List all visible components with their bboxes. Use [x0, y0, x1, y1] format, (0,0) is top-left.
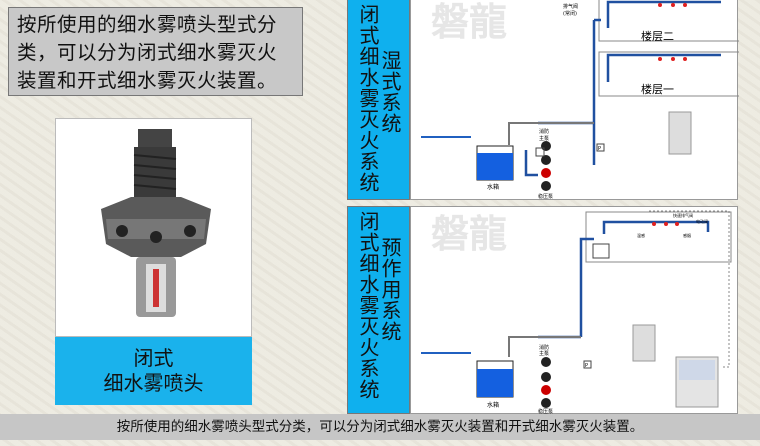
nozzle-photo [55, 118, 252, 337]
wet-system-diagram: 磐龍 排气阀 (常闭) 楼层二 楼层一 消防 主泵 水箱 稳压泵 P [410, 0, 743, 200]
pressure-switch-label: P [598, 146, 601, 152]
system-type-title: 闭式细水雾灭火系统 [356, 4, 380, 193]
watermark: 磐龍 [431, 212, 507, 256]
vent-valve-note: (常闭) [563, 10, 577, 17]
bottom-caption: 按所使用的细水雾喷头型式分类，可以分为闭式细水雾灭火装置和开式细水雾灭火装置。 [0, 414, 760, 440]
jockey-pump-label: 稳压泵 [538, 408, 553, 415]
preaction-system-diagram: 磐龍 温感 感烟 快速排气阀 电动阀 消防 主泵 水箱 稳压泵 P [410, 206, 738, 415]
tank-label: 水箱 [487, 183, 499, 191]
system-subtype: 预作用系统 [378, 237, 402, 342]
floor-2-label: 楼层二 [641, 29, 674, 43]
preaction-system-schematic: 磐龍 温感 感烟 快速排气阀 电动阀 消防 主泵 水箱 稳压泵 P [421, 210, 732, 415]
electric-valve-label: 电动阀 [696, 218, 708, 224]
wet-system-label-column: 闭式细水雾灭火系统 湿式系统 [347, 0, 410, 200]
nozzle-image [101, 129, 211, 317]
system-subtype: 湿式系统 [378, 50, 402, 134]
tank-label: 水箱 [487, 401, 499, 409]
quick-vent-valve-label: 快速排气阀 [673, 212, 693, 218]
pump-label-2: 主泵 [539, 135, 549, 142]
floor-1-label: 楼层一 [641, 82, 674, 96]
pump-label-2: 主泵 [539, 350, 549, 357]
vent-valve-label: 排气阀 [563, 3, 578, 10]
nozzle-label: 闭式 细水雾喷头 [55, 337, 252, 405]
nozzle-label-line2: 细水雾喷头 [103, 371, 204, 395]
watermark: 磐龍 [431, 0, 507, 44]
pump-label: 消防 [539, 128, 549, 135]
intro-caption: 按所使用的细水雾喷头型式分类，可以分为闭式细水雾灭火装置和开式细水雾灭火装置。 [8, 7, 303, 96]
smoke-detector-label: 感烟 [683, 232, 691, 238]
heat-detector-label: 温感 [637, 232, 645, 238]
nozzle-label-line1: 闭式 [133, 346, 174, 370]
wet-system-schematic: 磐龍 排气阀 (常闭) 楼层二 楼层一 消防 主泵 水箱 稳压泵 P [421, 0, 743, 200]
pressure-switch-label: P [585, 363, 588, 369]
pump-label: 消防 [539, 344, 549, 351]
preaction-system-label-column: 闭式细水雾灭火系统 预作用系统 [347, 206, 410, 414]
jockey-pump-label: 稳压泵 [538, 193, 553, 200]
system-type-title: 闭式细水雾灭火系统 [356, 211, 380, 400]
